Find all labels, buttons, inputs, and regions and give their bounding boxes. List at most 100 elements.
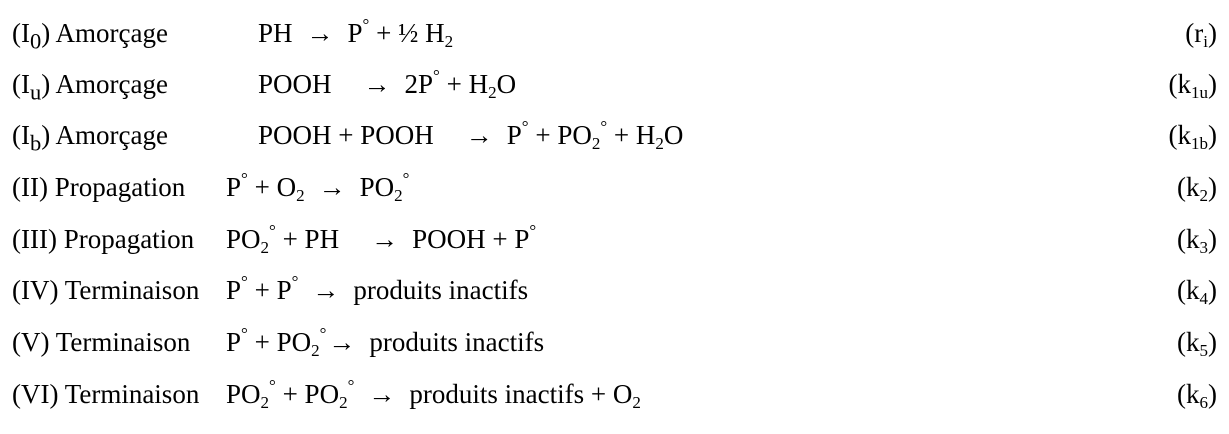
reactants: PO [226,224,261,254]
products: P [347,18,363,48]
label-text: (I [12,120,30,150]
label-sub: b [29,130,42,156]
reaction-equation: P° + PO2°→produits inactifs [226,322,544,362]
reactants: POOH + POOH [258,120,434,150]
rate-constant: (k1b) [1169,115,1218,155]
rate-text: (k [1177,275,1200,305]
reaction-label: (III) Propagation [12,224,195,254]
reactants: P [226,275,242,305]
reactants: + PO [247,327,312,357]
radical-mark: ° [433,66,440,85]
radical-mark: ° [521,117,529,136]
subscript: 2 [632,393,641,412]
rate-sub: 1b [1191,134,1208,153]
label-sub: 0 [29,28,42,54]
reaction-equation: POOH + POOH→P° + PO2° + H2O [258,115,683,155]
reaction-row-iv: (IV) Terminaison P° + P°→produits inacti… [0,270,1229,310]
reaction-row-iii: (III) Propagation PO2° + PH→POOH + P° (k… [0,219,1229,259]
rate-text: (k [1177,224,1200,254]
label-text: ) Amorçage [41,120,168,150]
reaction-row-ib: (Ib) Amorçage POOH + POOH→P° + PO2° + H2… [0,115,1229,155]
radical-mark: ° [347,376,355,395]
products: O [663,120,684,150]
reactants: + PO [275,379,340,409]
products: P [506,120,522,150]
reaction-arrow: → [368,379,396,409]
rate-sub: 1u [1191,83,1208,102]
reactants: + PH [275,224,340,254]
rate-text: (k [1177,379,1200,409]
reaction-arrow: → [306,18,334,48]
reaction-label: (I0) Amorçage [12,13,168,61]
radical-mark: ° [241,272,248,291]
reaction-row-ii: (II) Propagation P° + O2→PO2° (k2) [0,167,1229,207]
subscript: 2 [260,393,270,412]
subscript: 2 [444,32,454,51]
products: + H [607,120,656,150]
reaction-equation: P° + P°→produits inactifs [226,270,528,310]
rate-sub: 3 [1199,238,1209,257]
subscript: 2 [311,341,320,360]
products: produits inactifs + O [409,379,633,409]
reactants: POOH [258,69,332,99]
rate-text: (k [1177,172,1200,202]
radical-mark: ° [241,169,248,188]
rate-text: (k [1168,120,1192,150]
radical-mark: ° [269,221,276,240]
products: produits inactifs [353,275,529,305]
reaction-label: (IV) Terminaison [12,275,200,305]
label-text: ) Amorçage [41,69,168,99]
rate-constant: (k4) [1177,270,1217,310]
reactants: P [226,327,242,357]
rate-sub: 2 [1199,186,1209,205]
reaction-label: (VI) Terminaison [12,379,200,409]
reaction-row-i0: (I0) Amorçage PH→P° + ½ H2 (ri) [0,13,1229,53]
reaction-label: (II) Propagation [12,172,186,202]
reactants: P [226,172,242,202]
reaction-label: (Ib) Amorçage [12,115,168,163]
radical-mark: ° [402,169,410,188]
products: PO [359,172,395,202]
reaction-row-v: (V) Terminaison P° + PO2°→produits inact… [0,322,1229,362]
reaction-arrow: → [328,327,356,357]
products: POOH + P [412,224,530,254]
rate-sub: 6 [1199,393,1209,412]
rate-text: ) [1208,224,1217,254]
rate-constant: (ri) [1185,13,1217,53]
reaction-arrow: → [318,172,346,202]
products: produits inactifs [369,327,545,357]
rate-sub: 4 [1199,289,1209,308]
products: + ½ H [369,18,445,48]
reaction-row-vi: (VI) Terminaison PO2° + PO2°→produits in… [0,374,1229,414]
subscript: 2 [394,186,403,205]
reaction-equation: POOH→2P° + H2O [258,64,516,104]
rate-sub: i [1203,32,1208,51]
rate-text: (k [1177,327,1200,357]
label-text: (I [12,69,30,99]
subscript: 2 [591,134,601,153]
rate-text: ) [1208,275,1217,305]
reactants: PH [258,18,293,48]
reaction-equation: PO2° + PO2°→produits inactifs + O2 [226,374,641,414]
reactants: + P [247,275,292,305]
rate-text: (r [1185,18,1204,48]
rate-constant: (k3) [1177,219,1217,259]
rate-constant: (k2) [1177,167,1217,207]
rate-constant: (k5) [1177,322,1217,362]
reaction-label: (Iu) Amorçage [12,64,168,112]
reactants: PO [226,379,261,409]
reaction-arrow: → [312,275,340,305]
radical-mark: ° [269,376,276,395]
subscript: 2 [488,83,497,102]
reaction-equation: P° + O2→PO2° [226,167,409,207]
radical-mark: ° [600,117,608,136]
label-sub: u [29,79,42,105]
reaction-arrow: → [363,69,391,99]
rate-text: ) [1208,172,1217,202]
radical-mark: ° [319,324,327,343]
reaction-equation: PH→P° + ½ H2 [258,13,453,53]
radical-mark: ° [529,221,537,240]
reaction-arrow: → [371,224,399,254]
radical-mark: ° [291,272,299,291]
